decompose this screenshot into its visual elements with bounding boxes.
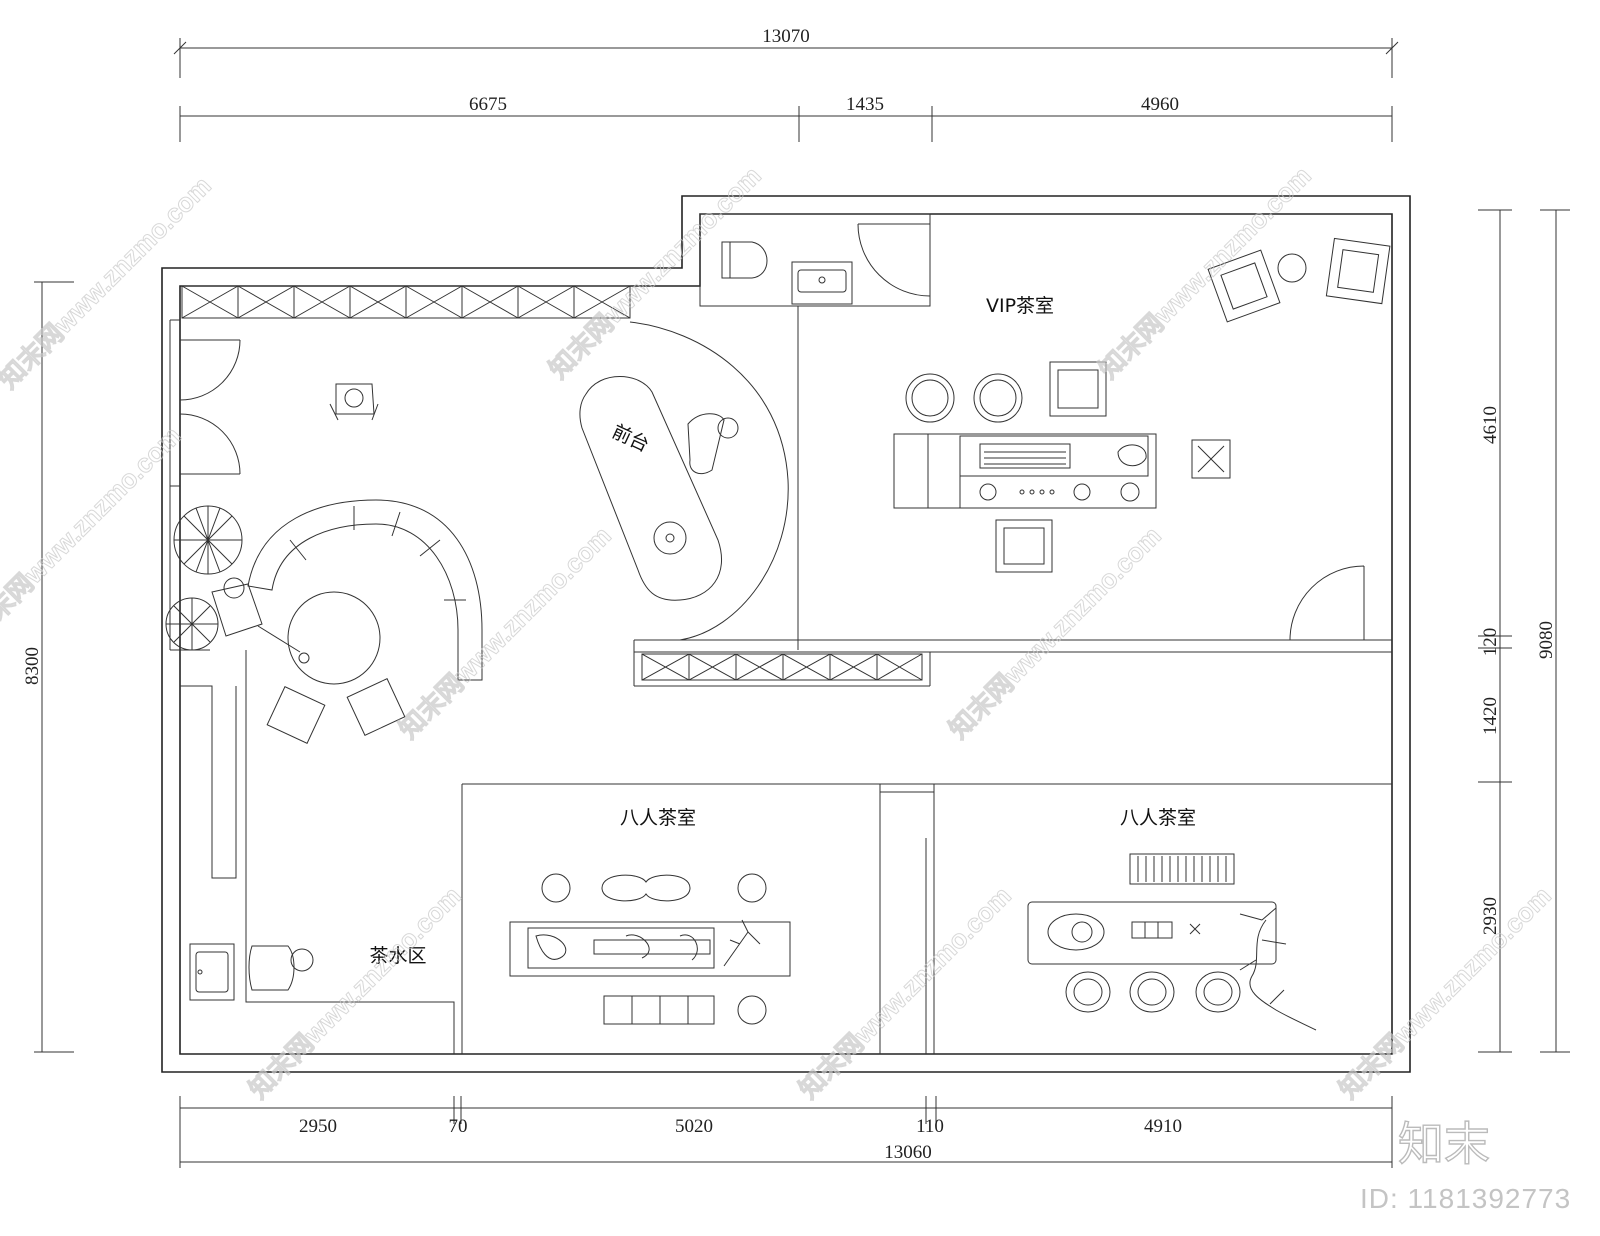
watermark-text: 知末网www.znzmo.com [793,880,1017,1104]
bathroom [721,241,853,305]
vip-room: VIP茶室 [893,237,1391,573]
dim-bottom-seg-3: 5020 [675,1116,713,1137]
watermark-text: 知末网www.znzmo.com [1093,160,1317,384]
dim-right-seg-1: 4610 [1480,406,1501,444]
dim-bottom-total: 13060 [884,1142,932,1163]
image-id: ID: 1181392773 [1360,1183,1571,1214]
watermark-text: 知末网www.znzmo.com [0,170,217,394]
dim-top-total: 13070 [762,26,810,47]
person-icon [211,577,310,664]
bottom-dimensions: 2950 70 5020 110 4910 13060 [179,1096,1393,1168]
reception-area [329,321,789,641]
person-icon [248,945,314,991]
watermark-text: 知末网www.znzmo.com [0,420,187,644]
corridor-cabinet [641,653,923,681]
person-icon [329,383,379,421]
left-dimensions: 8300 [22,281,74,1053]
dim-right-total: 9080 [1536,621,1557,659]
dim-right-seg-4: 2930 [1480,897,1501,935]
eight-room-a: 八人茶室 [509,807,791,1025]
dim-bottom-seg-1: 2950 [299,1116,337,1137]
watermark-text: 知末网www.znzmo.com [393,520,617,744]
room-label-tea-water: 茶水区 [369,945,426,967]
dim-bottom-seg-5: 4910 [1144,1116,1182,1137]
dim-bottom-seg-4: 110 [916,1116,944,1137]
top-dimensions: 13070 6675 1435 4960 [173,26,1399,142]
watermark-text: 知末网www.znzmo.com [243,880,467,1104]
lounge-area [211,499,483,744]
right-dimensions: 4610 120 1420 2930 9080 [1478,209,1570,1053]
plant-icon [165,597,219,651]
doors [179,223,1365,641]
dim-top-seg-1: 6675 [469,94,507,115]
plant-icon [173,505,243,575]
interior-walls [169,213,1392,1054]
dim-top-seg-3: 4960 [1141,94,1179,115]
watermark-text: 知末网www.znzmo.com [943,520,1167,744]
dim-right-seg-2: 120 [1480,628,1501,657]
brand-logo: 知末 [1398,1117,1490,1171]
eight-room-b: 八人茶室 [1027,807,1317,1031]
room-label-eight-b: 八人茶室 [1120,807,1196,829]
room-label-vip: VIP茶室 [986,295,1054,317]
room-label-eight-a: 八人茶室 [620,807,696,829]
top-cabinet [181,285,631,319]
dim-top-seg-2: 1435 [846,94,884,115]
person-icon [687,413,739,475]
dim-left-total: 8300 [22,647,43,685]
dim-bottom-seg-2: 70 [449,1116,468,1137]
dim-right-seg-3: 1420 [1480,697,1501,735]
watermark-text: 知末网www.znzmo.com [1333,880,1557,1104]
tea-water-area: 茶水区 [189,943,427,1001]
